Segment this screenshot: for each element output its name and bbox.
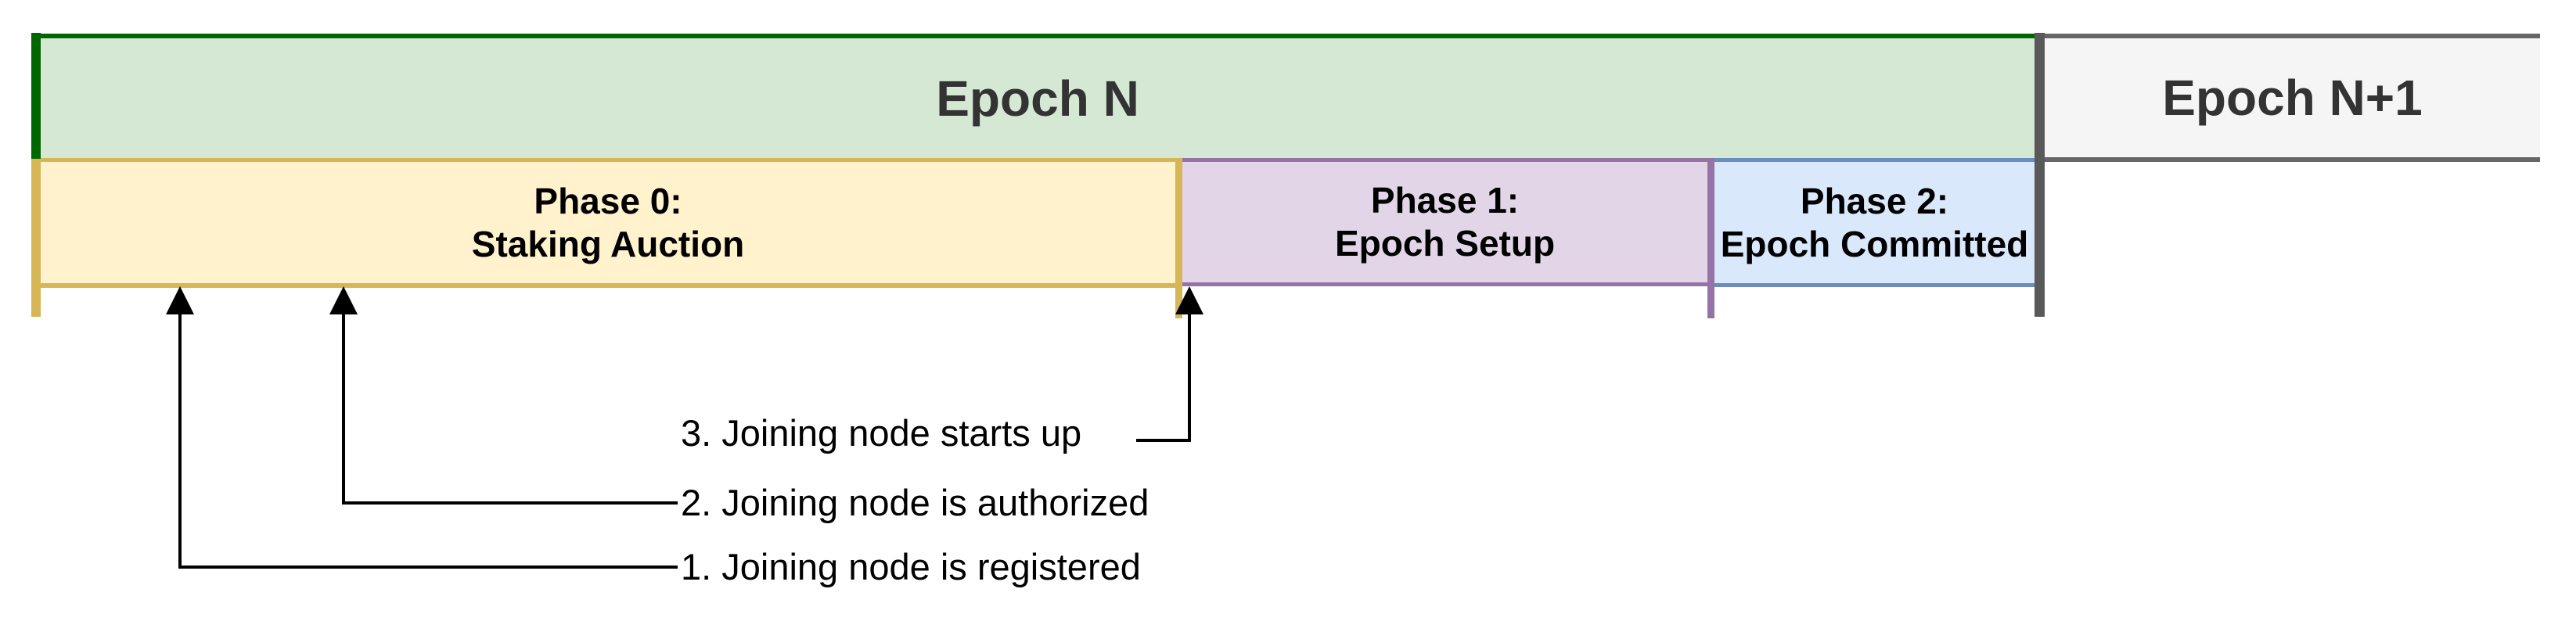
phase-2-subtitle: Epoch Committed bbox=[1720, 223, 2029, 264]
epoch-n1-label: Epoch N+1 bbox=[2162, 70, 2423, 126]
annotation-2-label: 2. Joining node is authorized bbox=[681, 482, 1149, 523]
phase-1-epoch-setup-box: Phase 1: Epoch Setup bbox=[1182, 158, 1707, 286]
phase-0-staking-auction-box: Phase 0: Staking Auction bbox=[41, 158, 1175, 288]
arrow-2-head-icon bbox=[329, 286, 358, 314]
phase-1-title: Phase 1: bbox=[1370, 180, 1520, 221]
arrow-3-connector bbox=[1136, 300, 1191, 442]
epoch-n-label: Epoch N bbox=[936, 70, 1139, 127]
annotation-3-label: 3. Joining node starts up bbox=[681, 412, 1082, 454]
phase-0-title: Phase 0: bbox=[534, 180, 682, 221]
phase-1-subtitle: Epoch Setup bbox=[1334, 223, 1556, 264]
arrow-2-connector bbox=[342, 300, 678, 505]
arrow-1-connector bbox=[178, 300, 678, 569]
epoch-n1-bar: Epoch N+1 bbox=[2045, 34, 2540, 162]
phase-0-subtitle: Staking Auction bbox=[471, 223, 745, 264]
phase-1-end-line bbox=[1707, 158, 1714, 318]
epoch-n-n1-boundary-line bbox=[2035, 33, 2045, 317]
phase-0-start-line bbox=[31, 159, 41, 317]
arrow-1-head-icon bbox=[166, 286, 194, 314]
epoch-n-bar: Epoch N bbox=[41, 34, 2035, 158]
annotation-1-label: 1. Joining node is registered bbox=[681, 546, 1141, 587]
phase-0-end-line bbox=[1175, 158, 1182, 318]
phase-2-epoch-committed-box: Phase 2: Epoch Committed bbox=[1714, 158, 2035, 287]
epoch-n-start-line bbox=[31, 33, 41, 159]
phase-2-title: Phase 2: bbox=[1800, 180, 1949, 221]
